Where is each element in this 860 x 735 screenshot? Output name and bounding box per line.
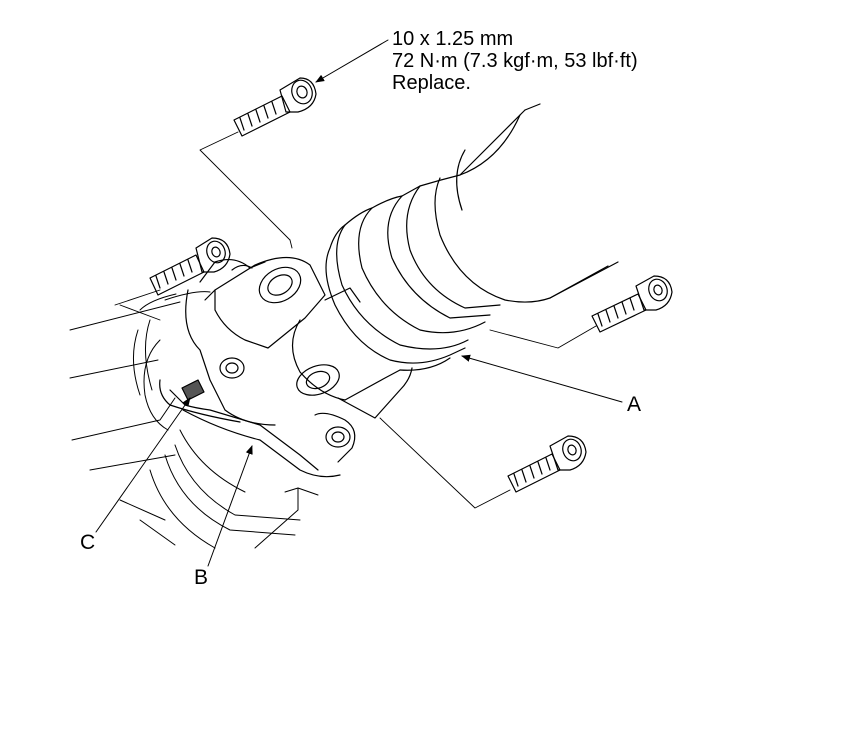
callout-leaders	[95, 39, 623, 567]
alignment-pin-c	[181, 379, 205, 401]
bolt-right	[591, 275, 673, 333]
torque-spec: 10 x 1.25 mm 72 N·m (7.3 kgf·m, 53 lbf·f…	[392, 28, 638, 94]
bolt-top	[233, 77, 317, 137]
callout-b-arrow	[207, 445, 253, 567]
flange-b	[159, 258, 356, 478]
callout-c-arrow	[95, 397, 191, 533]
housing	[69, 291, 319, 549]
callout-label-a: A	[627, 393, 642, 416]
shaft-yoke	[204, 256, 413, 419]
shaft-tube	[419, 103, 619, 303]
callout-label-c: C	[80, 531, 96, 554]
torque-value-text: 72 N·m (7.3 kgf·m, 53 lbf·ft)	[392, 50, 638, 72]
replace-note-text: Replace.	[392, 72, 471, 94]
spec-arrow	[315, 39, 389, 83]
bolt-bottom	[507, 435, 587, 493]
cv-joint-boot-a	[325, 185, 501, 371]
callout-a-arrow	[461, 354, 623, 403]
bolt-size-text: 10 x 1.25 mm	[392, 28, 514, 50]
bolt-left	[149, 237, 231, 296]
callout-label-b: B	[194, 566, 209, 589]
bolt-leader-lines	[114, 131, 597, 509]
